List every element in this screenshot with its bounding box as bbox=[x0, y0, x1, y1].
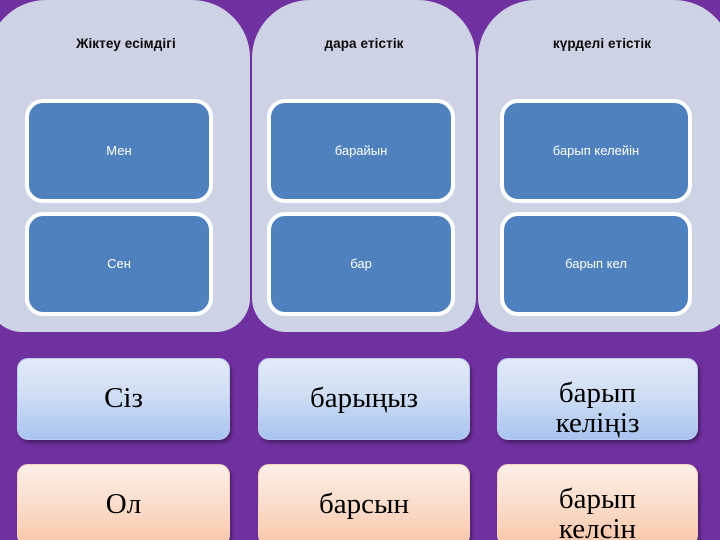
button-row3-col3-label: барып келіңіз bbox=[555, 377, 640, 439]
card-row2-col2[interactable]: бар bbox=[267, 212, 455, 316]
card-row2-col3[interactable]: барып кел bbox=[500, 212, 692, 316]
button-row3-col2[interactable]: барыңыз bbox=[258, 358, 470, 440]
button-row4-col1[interactable]: Ол bbox=[17, 464, 230, 540]
card-row2-col1[interactable]: Сен bbox=[25, 212, 213, 316]
button-row3-col3[interactable]: барып келіңіз bbox=[497, 358, 698, 440]
card-row1-col1[interactable]: Мен bbox=[25, 99, 213, 203]
card-row1-col2[interactable]: барайын bbox=[267, 99, 455, 203]
column-header-2: дара етістік bbox=[324, 36, 404, 51]
button-row3-col1-label: Сіз bbox=[104, 382, 143, 415]
button-row3-col2-label: барыңыз bbox=[309, 382, 419, 415]
button-row4-col2-label: барсын bbox=[318, 488, 409, 521]
column-header-1: Жіктеу есімдігі bbox=[76, 36, 176, 51]
column-header-3: күрделі етістік bbox=[552, 36, 652, 51]
card-row1-col3[interactable]: барып келейін bbox=[500, 99, 692, 203]
button-row4-col2[interactable]: барсын bbox=[258, 464, 470, 540]
button-row4-col3[interactable]: барып келсін bbox=[497, 464, 698, 540]
button-row4-col1-label: Ол bbox=[105, 488, 142, 521]
button-row4-col3-label: барып келсін bbox=[558, 483, 637, 540]
button-row3-col1[interactable]: Сіз bbox=[17, 358, 230, 440]
